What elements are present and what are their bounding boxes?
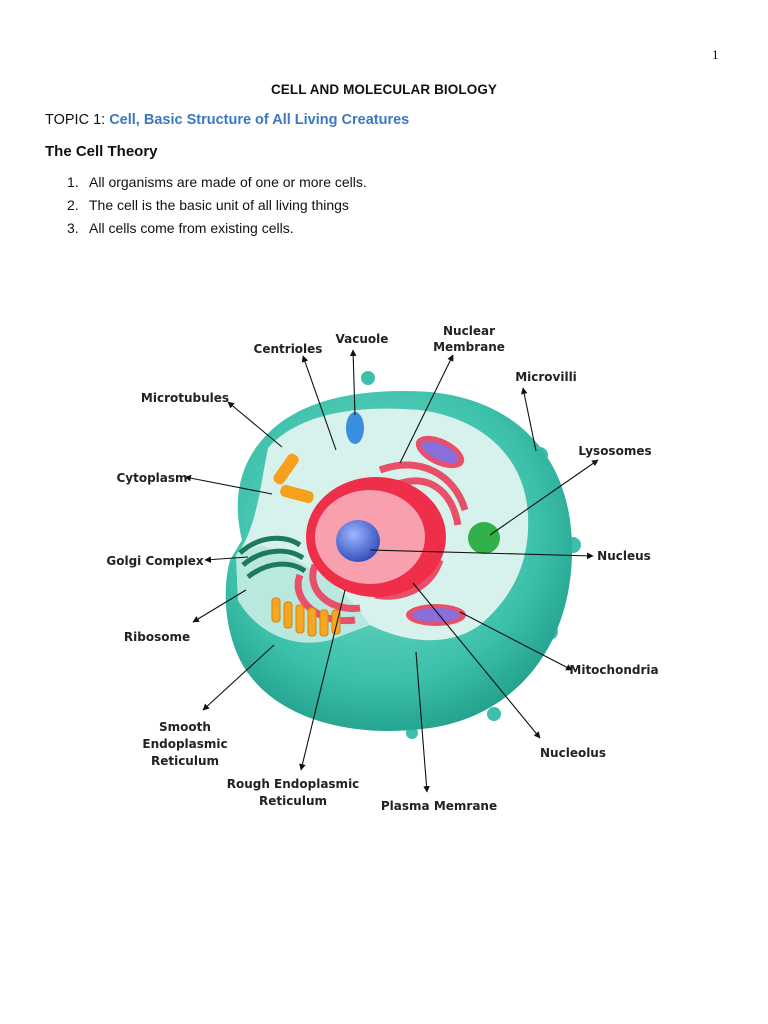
cell-theory-list: 1. All organisms are made of one or more … xyxy=(44,173,367,242)
label-vacuole: Vacuole xyxy=(336,332,389,346)
label-mitochondria: Mitochondria xyxy=(569,663,658,677)
vacuole-shape xyxy=(346,412,364,444)
label-cytoplasm: Cytoplasm xyxy=(116,471,187,485)
diagram-labels: Centrioles Vacuole Nuclear Membrane Micr… xyxy=(106,324,658,813)
golgi-shape xyxy=(238,535,307,579)
label-nucleolus: Nucleolus xyxy=(540,746,606,760)
label-nuclear-membrane-line1: Nuclear xyxy=(443,324,495,338)
label-smooth-er-line3: Reticulum xyxy=(151,754,219,768)
label-rough-er-line1: Rough Endoplasmic xyxy=(227,777,360,791)
mitochondria-shapes xyxy=(406,435,466,626)
rough-er-shape xyxy=(294,461,469,625)
label-microvilli: Microvilli xyxy=(515,370,577,384)
topic-prefix: TOPIC 1: xyxy=(45,112,106,128)
list-text: All cells come from existing cells. xyxy=(89,220,294,236)
label-plasma-membrane: Plasma Memrane xyxy=(381,799,497,813)
list-text: The cell is the basic unit of all living… xyxy=(89,197,349,213)
list-number: 1. xyxy=(67,174,79,190)
topic-name: Cell, Basic Structure of All Living Crea… xyxy=(109,112,410,128)
label-nuclear-membrane-line2: Membrane xyxy=(433,340,505,354)
label-microtubules: Microtubules xyxy=(141,391,229,405)
topic-line: TOPIC 1: Cell, Basic Structure of All Li… xyxy=(45,112,409,128)
list-text: All organisms are made of one or more ce… xyxy=(89,174,367,190)
leader-lines xyxy=(184,349,599,793)
list-item: 2. The cell is the basic unit of all livi… xyxy=(44,196,367,219)
label-nucleus: Nucleus xyxy=(597,549,651,563)
page-number: 1 xyxy=(712,47,719,62)
list-item: 1. All organisms are made of one or more … xyxy=(44,173,367,196)
list-number: 2. xyxy=(67,197,79,213)
lysosome-shape xyxy=(468,522,500,554)
label-smooth-er-line1: Smooth xyxy=(159,720,211,734)
section-heading: The Cell Theory xyxy=(45,143,158,160)
list-item: 3. All cells come from existing cells. xyxy=(44,219,367,242)
nucleolus-shape xyxy=(336,520,380,562)
label-ribosome: Ribosome xyxy=(124,630,190,644)
list-number: 3. xyxy=(67,220,79,236)
label-rough-er-line2: Reticulum xyxy=(259,794,327,808)
label-centrioles: Centrioles xyxy=(254,342,323,356)
centriole-shapes xyxy=(273,453,314,504)
label-smooth-er-line2: Endoplasmic xyxy=(142,737,227,751)
label-golgi-complex: Golgi Complex xyxy=(106,554,203,568)
label-lysosomes: Lysosomes xyxy=(578,444,651,458)
smooth-er-shape xyxy=(271,597,341,637)
document-title: CELL AND MOLECULAR BIOLOGY xyxy=(270,82,498,97)
